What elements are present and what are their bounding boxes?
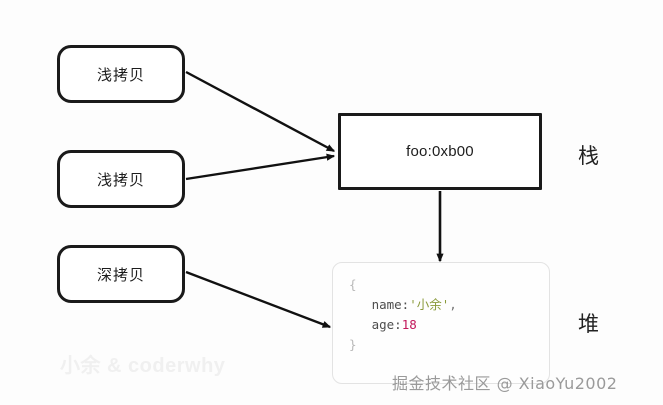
watermark-author-left: 小余 & coderwhy [60, 355, 226, 377]
property-name-value: '小余' [409, 297, 450, 312]
arrow-shallow-copy-2-to-stack [185, 153, 336, 181]
property-name-key: name: [371, 297, 410, 312]
arrow-deep-copy-to-heap [185, 270, 332, 329]
heap-object-code-block: { name:'小余', age:18 } [332, 262, 550, 384]
deep-copy-box-label: 深拷贝 [96, 265, 145, 284]
stack-variable-box[interactable]: foo:0xb00 [338, 113, 542, 190]
arrow-shallow-copy-1-to-stack [185, 70, 336, 153]
shallow-copy-box-2[interactable]: 浅拷贝 [57, 150, 185, 208]
close-brace: } [349, 337, 357, 352]
shallow-copy-box-2-label: 浅拷贝 [96, 170, 145, 189]
property-age-value: 18 [401, 317, 417, 332]
heap-region-label: 堆 [578, 312, 599, 336]
property-age-key: age: [371, 317, 402, 332]
shallow-copy-box-1[interactable]: 浅拷贝 [57, 45, 185, 103]
deep-copy-box[interactable]: 深拷贝 [57, 245, 185, 303]
watermark-source-right: 掘金技术社区 @ XiaoYu2002 [392, 374, 618, 393]
stack-variable-label: foo:0xb00 [406, 143, 474, 160]
shallow-copy-box-1-label: 浅拷贝 [96, 65, 145, 84]
comma: , [449, 297, 457, 312]
code-line-name: name:'小余', [349, 295, 549, 315]
stack-region-label: 栈 [578, 144, 599, 168]
code-line-age: age:18 [349, 315, 549, 335]
open-brace: { [349, 277, 357, 292]
code-line-open-brace: { [349, 275, 549, 295]
code-line-close-brace: } [349, 335, 549, 355]
